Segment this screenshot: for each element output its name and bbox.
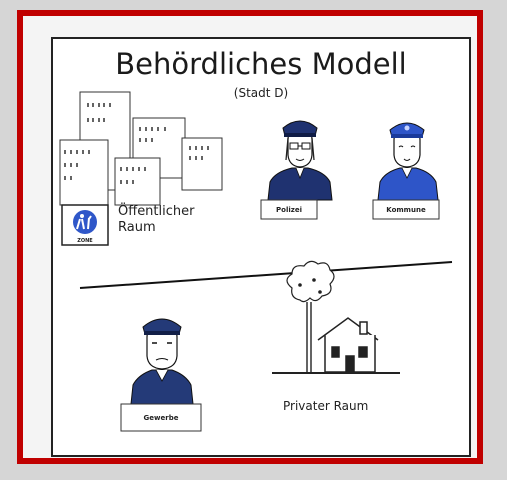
tree-icon <box>286 260 335 372</box>
private-space-label: Privater Raum <box>283 399 369 413</box>
diagram-subtitle: (Stadt D) <box>233 86 289 100</box>
municipality-label: Kommune <box>386 206 426 214</box>
police-label: Polizei <box>276 206 302 214</box>
divider-line <box>79 261 453 289</box>
public-space-label: Öffentlicher Raum <box>118 204 194 236</box>
municipality-plate <box>372 199 440 220</box>
house-icon <box>272 317 400 374</box>
police-plate <box>260 199 318 220</box>
public-space-line-1: Öffentlicher <box>118 204 195 219</box>
business-plate <box>120 403 202 432</box>
public-space-line-2: Raum <box>118 220 156 235</box>
police-officer-icon <box>267 120 333 201</box>
diagram-title: Behördliches Modell <box>115 47 407 81</box>
zone-sign-icon: ZONE <box>61 204 109 246</box>
business-officer-icon <box>130 318 194 405</box>
buildings-icon <box>59 91 223 206</box>
business-label: Gewerbe <box>143 414 179 422</box>
municipal-officer-icon <box>377 122 439 201</box>
zone-sign-label: ZONE <box>77 238 93 244</box>
